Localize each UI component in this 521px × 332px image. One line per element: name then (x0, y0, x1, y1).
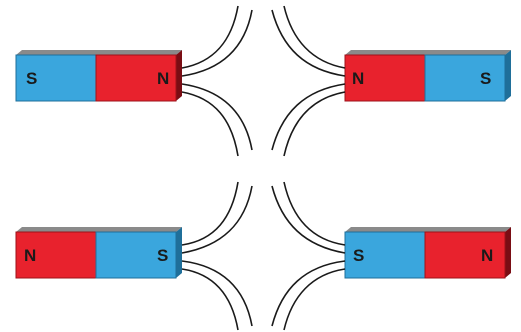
bottom-magnet-pair: N S S N (15, 181, 511, 331)
top-left-north-label: N (157, 69, 169, 88)
bottom-left-north-label: N (24, 246, 36, 265)
top-left-magnet: S N (15, 50, 182, 102)
bottom-right-magnet: S N (344, 227, 511, 279)
bottom-right-north-label: N (481, 246, 493, 265)
top-right-south-label: S (480, 69, 491, 88)
top-right-north-label: N (352, 69, 364, 88)
top-right-north-pole (344, 54, 426, 102)
top-right-magnet: N S (344, 50, 511, 102)
bottom-right-south-pole (344, 231, 426, 279)
top-left-south-pole (15, 54, 97, 102)
top-right-south-pole (424, 54, 506, 102)
bottom-left-south-pole (95, 231, 177, 279)
bottom-right-south-label: S (353, 246, 364, 265)
top-field-lines (181, 5, 346, 157)
bottom-left-south-label: S (157, 246, 168, 265)
top-left-south-label: S (26, 69, 37, 88)
bottom-right-north-pole (424, 231, 506, 279)
bottom-field-lines (181, 181, 346, 331)
bottom-left-magnet: N S (15, 227, 182, 279)
top-magnet-pair: S N N S (15, 5, 511, 157)
top-left-north-pole (95, 54, 177, 102)
